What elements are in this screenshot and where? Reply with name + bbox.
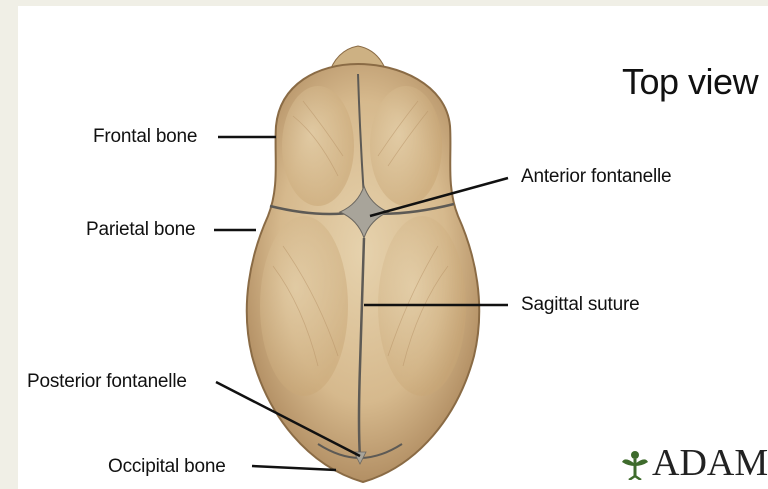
label-posterior-fontanelle: Posterior fontanelle <box>27 371 187 393</box>
leaf-figure-icon <box>620 446 650 480</box>
label-anterior-fontanelle: Anterior fontanelle <box>521 166 671 188</box>
left-frontal-highlight <box>282 86 354 206</box>
occipital-bone-leader <box>252 466 336 470</box>
left-parietal-highlight <box>260 216 348 396</box>
logo-text: ADAM <box>652 441 768 485</box>
label-occipital-bone: Occipital bone <box>108 456 226 478</box>
label-sagittal-suture: Sagittal suture <box>521 294 639 316</box>
adam-logo: ADAM <box>620 441 768 485</box>
view-title: Top view <box>622 61 758 103</box>
diagram-frame: Top view Frontal bone Parietal bone Post… <box>18 6 768 489</box>
right-frontal-highlight <box>370 86 442 206</box>
label-frontal-bone: Frontal bone <box>93 126 197 148</box>
label-parietal-bone: Parietal bone <box>86 219 195 241</box>
